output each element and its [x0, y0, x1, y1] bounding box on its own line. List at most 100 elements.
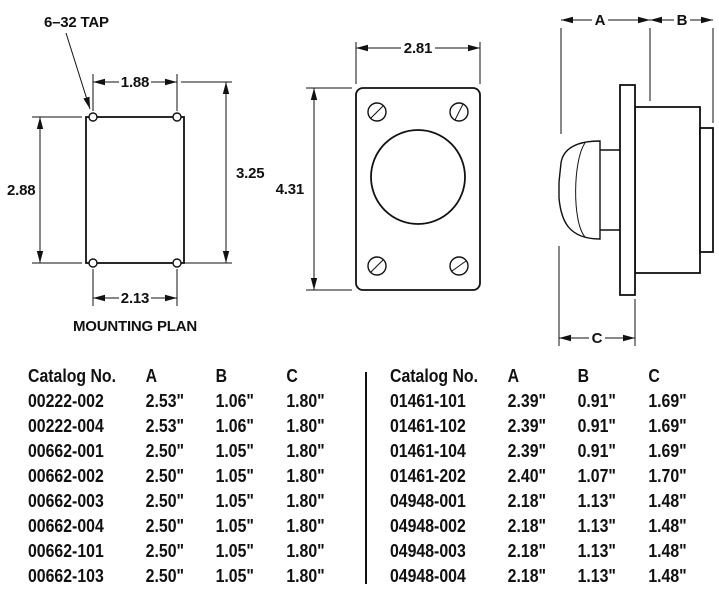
- table-cell: 2.18": [507, 541, 547, 561]
- mounting-hole: [172, 112, 182, 122]
- dim-label: B: [677, 12, 688, 29]
- table-cell: Catalog No.: [28, 366, 117, 386]
- table-cell: C: [286, 366, 298, 386]
- table-cell: 1.48": [648, 566, 687, 586]
- dim-label: C: [592, 330, 603, 347]
- table-cell: 1.48": [648, 516, 687, 536]
- screw-slot: [370, 105, 384, 119]
- table-cell: 00222-002: [28, 391, 104, 411]
- table-cell: 1.05": [215, 491, 254, 511]
- table-cell: 1.70": [648, 466, 687, 486]
- table-cell: 2.18": [507, 566, 547, 586]
- table-cell: 2.53": [145, 391, 185, 411]
- mounting-hole: [88, 112, 98, 122]
- screw-head: [449, 256, 469, 276]
- table-cell: 1.80": [286, 491, 325, 511]
- table-cell: A: [507, 366, 520, 386]
- screw-slot: [451, 260, 467, 272]
- table-cell: 2.18": [507, 516, 547, 536]
- table-cell: 1.13": [577, 516, 616, 536]
- table-cell: 1.48": [648, 541, 687, 561]
- table-cell: 2.39": [507, 391, 547, 411]
- table-cell: 2.39": [507, 416, 547, 436]
- table-cell: 1.80": [286, 566, 325, 586]
- table-row: 00222-002 2.53" 1.06" 1.80": [28, 389, 355, 414]
- dim-label: 3.25: [236, 165, 264, 182]
- screw-slot: [454, 103, 464, 121]
- table-cell: 2.50": [145, 541, 185, 561]
- dim-hole-spacing-height: 3.25: [181, 81, 265, 264]
- table-cell: 2.50": [145, 466, 185, 486]
- table-cell: 1.06": [215, 391, 254, 411]
- mounting-plan-view: 6–32 TAP 1.88 2.88: [7, 14, 265, 335]
- table-cell: 04948-001: [390, 491, 466, 511]
- dim-hole-spacing-bottom: 2.13: [92, 269, 178, 307]
- jack-body: [634, 106, 701, 274]
- table-cell: 1.80": [286, 441, 325, 461]
- dim-hole-spacing-width: 1.88: [92, 74, 178, 111]
- table-cell: Catalog No.: [390, 366, 479, 386]
- table-cell: 00222-004: [28, 416, 104, 436]
- dim-a: A: [560, 12, 651, 134]
- table-cell: 04948-002: [390, 516, 466, 536]
- table-cell: 1.05": [215, 441, 254, 461]
- table-cell: 1.69": [648, 416, 687, 436]
- tap-callout: 6–32 TAP: [44, 14, 109, 110]
- side-view: A B C: [558, 12, 714, 347]
- table-cell: 1.07": [577, 466, 616, 486]
- table-cell: 1.05": [215, 466, 254, 486]
- table-cell: 1.69": [648, 391, 687, 411]
- screw-slot: [370, 259, 384, 273]
- table-row: 00222-004 2.53" 1.06" 1.80": [28, 414, 355, 439]
- technical-drawing: 6–32 TAP 1.88 2.88: [7, 12, 714, 347]
- table-cell: 2.18": [507, 491, 547, 511]
- table-cell: 1.48": [648, 491, 687, 511]
- table-cell: 1.05": [215, 566, 254, 586]
- table-cell: 1.80": [286, 391, 325, 411]
- dim-label: 2.81: [404, 40, 432, 57]
- table-cell: 2.40": [507, 466, 547, 486]
- table-cell: 2.39": [507, 441, 547, 461]
- mounting-plate: [85, 116, 185, 264]
- screw-head: [449, 102, 469, 122]
- dim-faceplate-width: 2.81: [355, 40, 481, 84]
- dim-c: C: [558, 246, 636, 347]
- dim-faceplate-height: 4.31: [276, 87, 352, 291]
- dim-label: 4.31: [276, 181, 304, 198]
- table-cell: 0.91": [577, 416, 616, 436]
- table-cell: B: [215, 366, 228, 386]
- table-row: 04948-002 2.18" 1.13" 1.48": [390, 514, 717, 539]
- table-cell: 1.80": [286, 416, 325, 436]
- table-cell: C: [648, 366, 660, 386]
- table-cell: 00662-002: [28, 466, 104, 486]
- table-cell: 04948-003: [390, 541, 466, 561]
- table-cell: 2.50": [145, 566, 185, 586]
- dim-plate-height: 2.88: [7, 116, 82, 264]
- table-cell: 2.53": [145, 416, 185, 436]
- table-cell: 1.80": [286, 541, 325, 561]
- dim-label: 2.88: [7, 182, 35, 199]
- table-cell: 2.50": [145, 491, 185, 511]
- front-view: 2.81 4.31: [276, 40, 481, 291]
- dim-label: 1.88: [121, 74, 149, 91]
- table-cell: 1.05": [215, 516, 254, 536]
- table-cell: 1.06": [215, 416, 254, 436]
- table-cell: 0.91": [577, 441, 616, 461]
- jack-body-rear: [699, 127, 714, 253]
